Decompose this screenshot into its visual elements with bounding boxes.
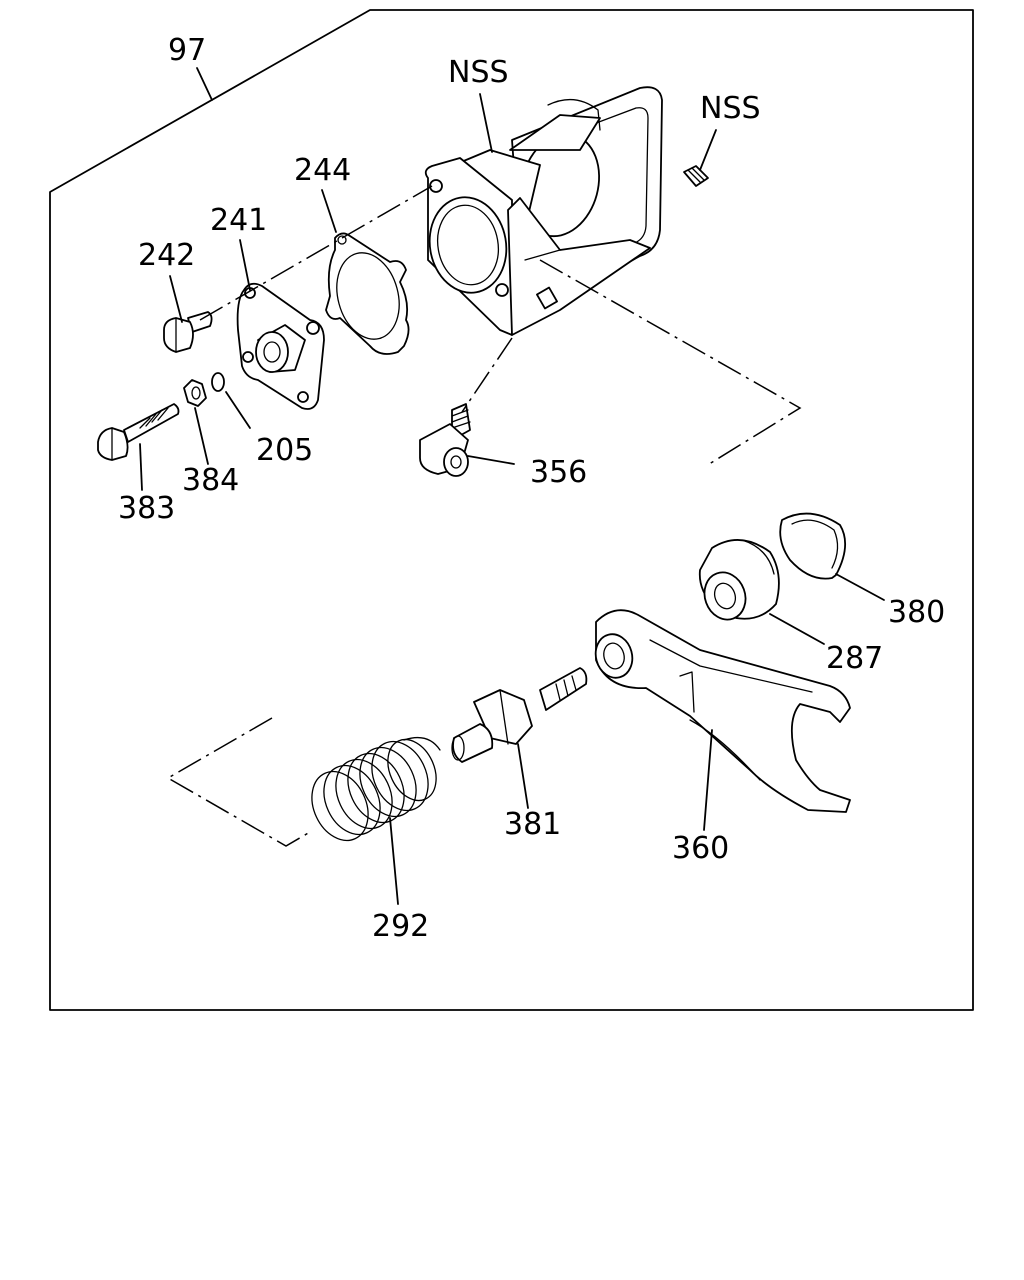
leader-383 [139,443,143,491]
leader-242 [169,275,183,323]
label-381: 381 [504,807,561,842]
ring-part [779,512,846,580]
leader-384 [194,407,209,465]
centerline-fitting [461,337,513,413]
centerline-lower [166,717,311,847]
nut-part [183,379,207,407]
leader-380 [835,573,885,601]
fitting-part [419,403,471,477]
leader-292 [389,817,399,905]
leader-205 [225,391,251,429]
leader-356 [467,455,515,465]
housing-part [424,86,663,336]
gasket-part [325,232,410,355]
spring-part [311,736,441,842]
plug-part [683,165,709,187]
label-205: 205 [256,433,313,468]
bolt-383-part [97,403,180,461]
leader-381 [517,743,529,809]
label-242: 242 [138,238,195,273]
leader-nss-housing [479,93,493,153]
label-383: 383 [118,491,175,526]
cover-part [236,282,325,410]
centerline-upper [199,185,433,321]
leader-nss-plug [699,129,717,171]
label-356: 356 [530,455,587,490]
label-244: 244 [294,153,351,188]
leader-360 [703,729,713,831]
label-292: 292 [372,909,429,944]
label-97: 97 [168,33,206,68]
leader-244 [321,189,337,233]
label-384: 384 [182,463,239,498]
label-241: 241 [210,203,267,238]
fork-part [594,609,851,813]
label-nss-plug: NSS [700,91,761,126]
label-360: 360 [672,831,729,866]
leader-97 [196,67,213,101]
centerline-right [539,259,802,467]
label-380: 380 [888,595,945,630]
washer-part [211,372,225,392]
bushing-part [698,539,780,621]
label-nss-housing: NSS [448,55,509,90]
leader-241 [239,239,251,291]
leader-287 [769,613,825,645]
label-287: 287 [826,641,883,676]
diagram-frame [49,9,974,1011]
stud-part [451,667,588,763]
